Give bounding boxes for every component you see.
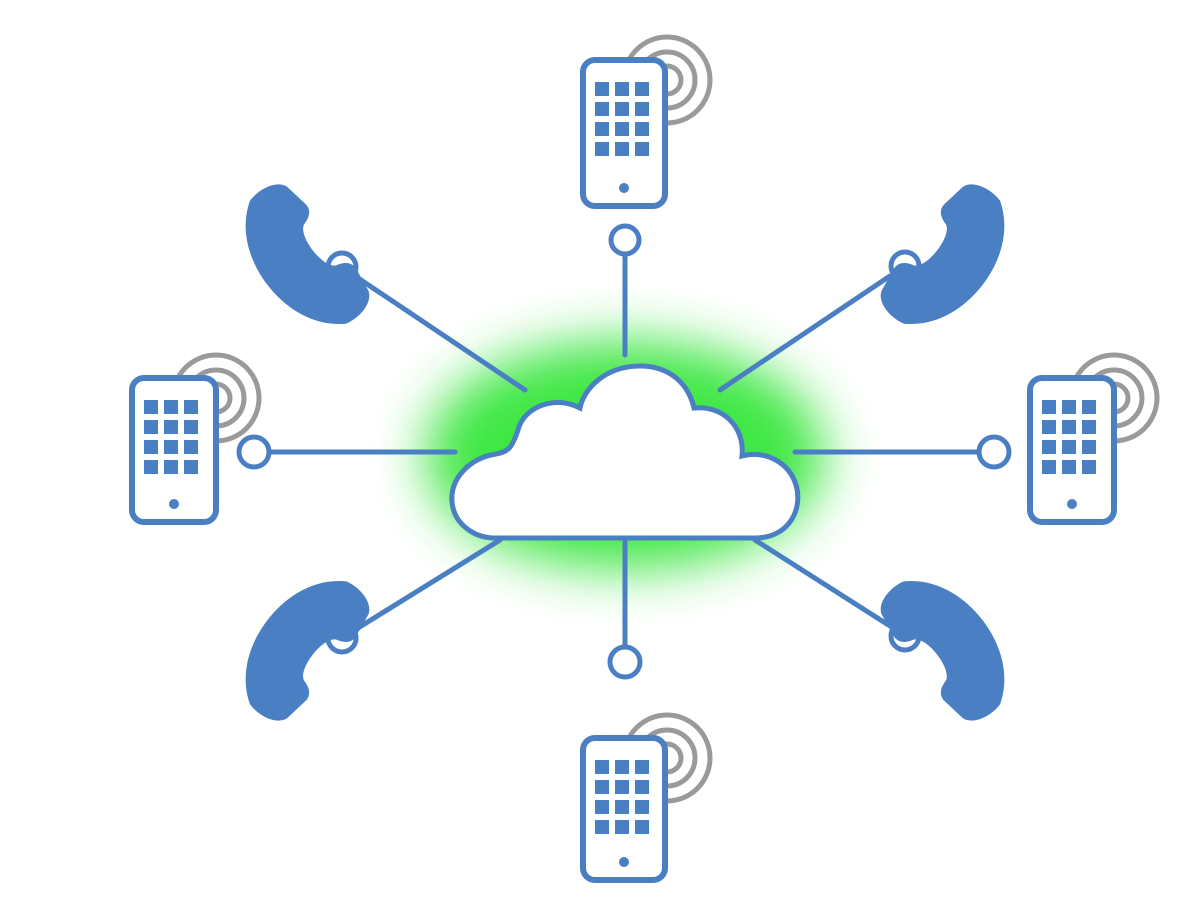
telephone-handset-icon	[880, 184, 1005, 324]
mobile-phone-icon	[580, 34, 713, 209]
connector-ring-left	[236, 434, 272, 470]
link-bottom-left	[355, 537, 503, 631]
telephone-handset-icon	[880, 581, 1005, 721]
mobile-phone-icon	[580, 712, 713, 883]
telephone-handset-icon	[245, 581, 370, 721]
connection-lines	[267, 252, 981, 648]
connector-ring-bottom	[607, 644, 643, 680]
link-top-left	[355, 275, 528, 393]
mobile-phone-icon	[129, 352, 262, 525]
connector-ring-right	[976, 434, 1012, 470]
link-top-right	[717, 273, 893, 393]
connector-ring-top	[608, 223, 642, 257]
link-bottom-right	[752, 537, 893, 629]
mobile-phone-icon	[1027, 352, 1160, 525]
cloud-icon	[449, 363, 801, 541]
telephone-handset-icon	[245, 184, 370, 324]
